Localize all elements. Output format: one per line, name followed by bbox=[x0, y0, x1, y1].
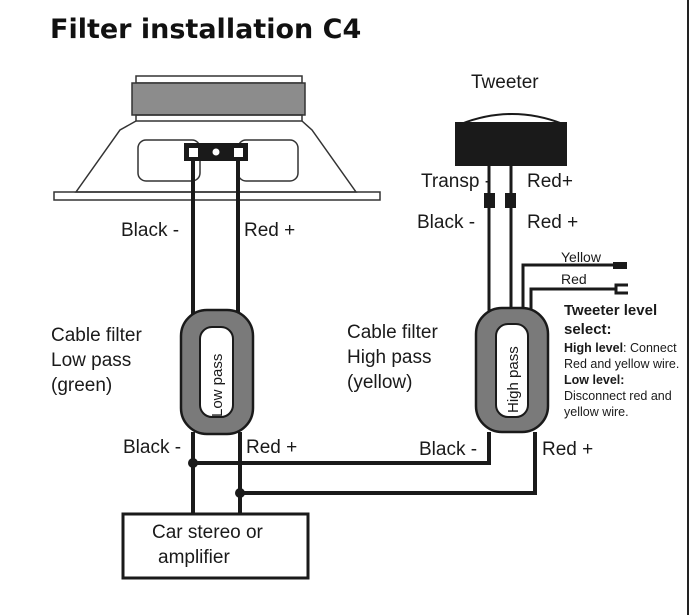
high-pass-black-return-wire bbox=[193, 432, 491, 465]
red-junction-dot bbox=[235, 488, 245, 498]
tweeter-icon bbox=[455, 113, 567, 166]
tweeter-label: Tweeter bbox=[471, 72, 539, 93]
yellow-select-wire bbox=[521, 263, 617, 312]
low-pass-caption-1: Cable filter bbox=[51, 325, 142, 346]
woofer-black-label: Black - bbox=[121, 220, 179, 241]
low-pass-body-text: Low pass bbox=[209, 354, 226, 417]
level-select-low-line1: Disconnect red and bbox=[564, 389, 672, 403]
tweeter-red-wire-label: Red + bbox=[527, 212, 578, 233]
high-level-text: : Connect bbox=[623, 341, 677, 355]
black-junction-dot bbox=[188, 458, 198, 468]
low-pass-filter: Low pass bbox=[179, 308, 255, 436]
low-level-label: Low level: bbox=[564, 373, 624, 387]
high-pass-caption-1: Cable filter bbox=[347, 322, 438, 343]
amplifier-label-1: Car stereo or bbox=[152, 522, 264, 543]
yellow-wire-label: Yellow bbox=[561, 249, 602, 265]
level-select-heading-2: select: bbox=[564, 321, 612, 338]
woofer-speaker-icon bbox=[53, 75, 381, 201]
high-pass-body-text: High pass bbox=[505, 346, 522, 413]
red-wire-end bbox=[614, 283, 628, 295]
low-pass-caption-2: Low pass bbox=[51, 350, 131, 371]
red-wire-label: Red bbox=[561, 271, 587, 287]
high-pass-caption-2: High pass bbox=[347, 347, 432, 368]
high-pass-filter: High pass bbox=[474, 306, 550, 434]
tweeter-black-wire-label: Black - bbox=[417, 212, 475, 233]
level-select-heading-1: Tweeter level bbox=[564, 302, 657, 319]
level-select-high-line2: Red and yellow wire. bbox=[564, 357, 679, 371]
low-pass-caption-3: (green) bbox=[51, 375, 112, 396]
low-pass-black-out-label: Black - bbox=[123, 437, 181, 458]
low-pass-red-out-label: Red + bbox=[246, 437, 297, 458]
high-level-label: High level bbox=[564, 341, 623, 355]
level-select-low-line2: yellow wire. bbox=[564, 405, 629, 419]
amplifier-box bbox=[121, 512, 310, 580]
red-select-wire bbox=[529, 287, 615, 312]
black-connector bbox=[484, 193, 495, 208]
amplifier-label-2: amplifier bbox=[158, 547, 230, 568]
tweeter-transp-label: Transp - bbox=[421, 171, 491, 192]
woofer-red-label: Red + bbox=[244, 220, 295, 241]
level-select-high-line1: High level: Connect bbox=[564, 341, 677, 355]
high-pass-black-out-label: Black - bbox=[419, 439, 477, 460]
yellow-wire-end bbox=[613, 262, 627, 269]
high-pass-red-return-wire bbox=[240, 432, 537, 495]
diagram-title: Filter installation C4 bbox=[50, 14, 361, 45]
tweeter-red-plus-label: Red+ bbox=[527, 171, 573, 192]
red-connector bbox=[505, 193, 516, 208]
high-pass-red-out-label: Red + bbox=[542, 439, 593, 460]
high-pass-caption-3: (yellow) bbox=[347, 372, 412, 393]
